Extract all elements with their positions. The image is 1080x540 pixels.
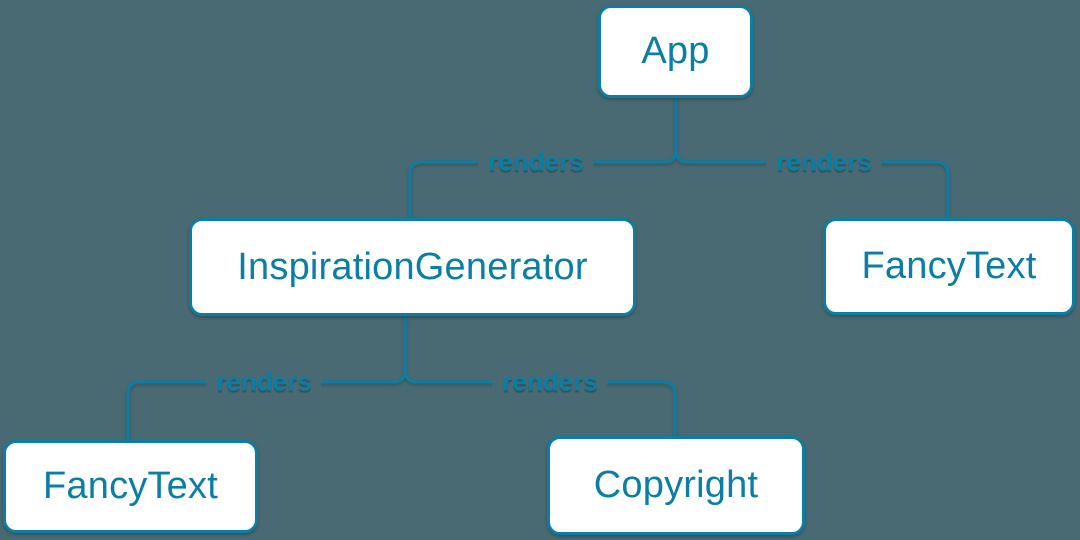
edge-label-renders-app-inspirationgenerator: renders — [478, 146, 594, 178]
node-app: App — [598, 5, 753, 98]
edge-label-renders-app-fancytext: renders — [766, 146, 882, 178]
edge-label-renders-inspirationgenerator-copyright: renders — [492, 366, 608, 398]
node-inspirationgenerator: InspirationGenerator — [189, 218, 636, 316]
node-fancytext-bottom-left: FancyText — [3, 440, 258, 533]
node-copyright: Copyright — [547, 436, 805, 535]
node-inspirationgenerator-label: InspirationGenerator — [237, 245, 588, 288]
node-fancytext-top-right-label: FancyText — [861, 245, 1037, 287]
node-fancytext-bottom-left-label: FancyText — [43, 465, 218, 507]
edge-label-renders-inspirationgenerator-fancytext: renders — [206, 366, 322, 398]
node-copyright-label: Copyright — [593, 464, 759, 506]
node-app-label: App — [641, 30, 710, 72]
node-fancytext-top-right: FancyText — [823, 218, 1075, 315]
